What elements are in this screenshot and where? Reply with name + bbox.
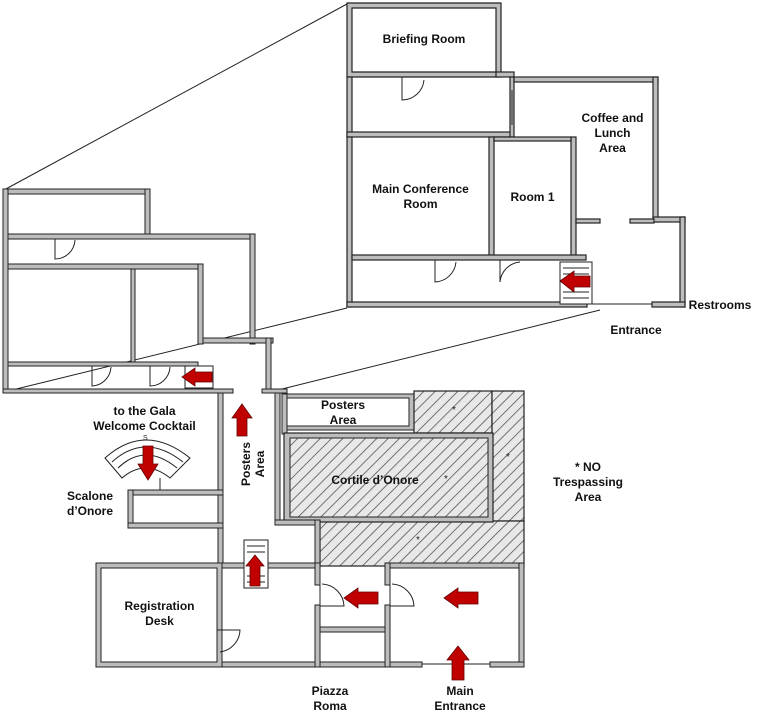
star-marker: *	[416, 535, 420, 546]
label-briefing-room: Briefing Room	[382, 32, 466, 46]
scalone-walls	[127, 489, 224, 529]
label-posters-area-corridor: Posters Area	[239, 441, 267, 487]
zoom-projection-lines	[3, 3, 601, 393]
lower-walls	[95, 562, 525, 668]
red-direction-arrow-icon	[231, 403, 253, 437]
star-marker: *	[506, 452, 510, 463]
red-direction-arrow-icon	[245, 554, 265, 587]
star-marker: *	[444, 474, 448, 485]
label-coffee-lunch-area: Coffee and Lunch Area	[581, 111, 644, 155]
label-gala-welcome-cocktail: to the Gala Welcome Cocktail	[93, 404, 196, 433]
label-scalone-onore: Scalone d’Onore	[66, 489, 114, 518]
star-marker: *	[452, 405, 456, 416]
red-direction-arrow-icon	[343, 587, 379, 609]
label-no-trespassing-area: * NO Trespassing Area	[552, 460, 624, 504]
label-main-entrance: Main Entrance	[434, 684, 486, 713]
red-direction-arrow-icon	[443, 587, 479, 609]
red-direction-arrow-icon	[181, 367, 213, 387]
label-main-conference-room: Main Conference Room	[372, 182, 469, 211]
ground-floor-walls	[281, 393, 415, 435]
label-registration-desk: Registration Desk	[124, 599, 195, 628]
cortile-courtyard	[283, 432, 494, 523]
label-piazza-roma: Piazza Roma	[311, 684, 349, 713]
label-entrance: Entrance	[610, 323, 662, 337]
red-direction-arrow-icon	[559, 270, 591, 293]
direction-arrows	[231, 403, 479, 681]
svg-text:S: S	[143, 435, 148, 442]
label-posters-area-room: Posters Area	[320, 398, 366, 427]
red-direction-arrow-icon	[137, 445, 159, 481]
overview-floor-plan	[2, 188, 288, 394]
label-room1: Room 1	[510, 190, 555, 204]
no-trespassing-area	[319, 390, 525, 567]
label-restrooms: Restrooms	[688, 298, 752, 312]
label-cortile-onore: Cortile d’Onore	[331, 473, 419, 487]
red-direction-arrow-icon	[446, 645, 470, 681]
door-swing-icon	[401, 77, 521, 283]
zoomed-floor-plan	[346, 2, 686, 308]
